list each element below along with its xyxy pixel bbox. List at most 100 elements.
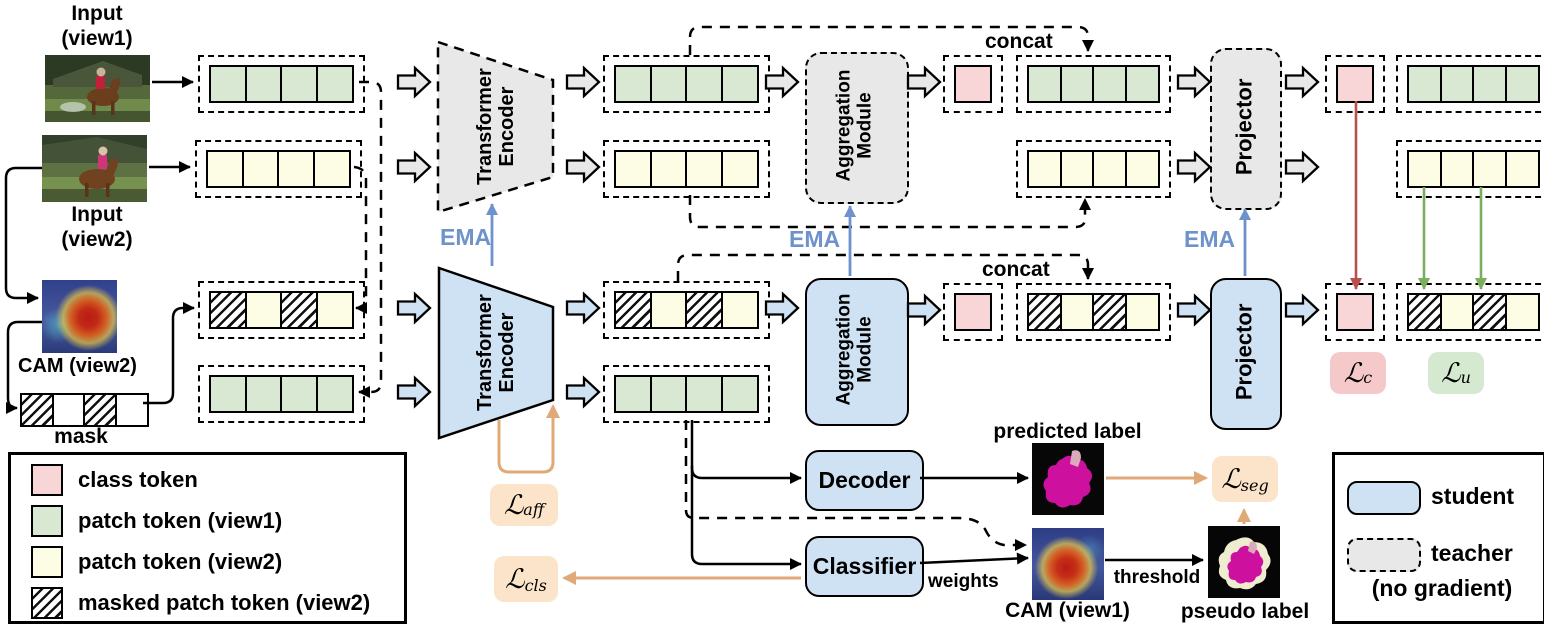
decoder-module: Decoder [805,450,924,511]
student-encoder: Transformer Encoder [473,294,518,412]
teacher-aggregation-module [805,52,909,204]
patch-token-view2-swatch [31,546,63,578]
token-cell-g [280,65,318,103]
token-row-pre-student-view1 [198,365,365,423]
mask-token-row [20,393,149,427]
token-row-post-student-masked [603,281,770,339]
token-cell-y [1472,150,1507,188]
legend-item-masked-patch: masked patch token (view2) [31,587,404,619]
teacher-label: teacher [1431,540,1513,566]
token-class-agg-teacher [943,55,1003,113]
token-row-pre-teacher-view2 [195,140,362,198]
token-row-pre-student-masked [198,281,365,339]
token-cell-y [720,150,759,188]
teacher-encoder: Transformer Encoder [473,68,517,186]
token-cell-g [1407,65,1442,103]
legend-item-class-token: class token [31,464,404,496]
cam-view1-label: CAM (view1) [1005,599,1130,622]
token-class-agg-student [943,283,1003,341]
pseudo-label-image [1208,526,1280,603]
legend-roles: student teacher (no gradient) [1332,452,1544,624]
student-chip [1347,481,1421,515]
ema-label-aggregation: EMA [789,226,841,252]
token-row-post-student-view1 [603,365,770,423]
token-row-out-student-masked [1396,283,1544,341]
token-cell-g [649,375,688,413]
token-cell-y [1407,150,1442,188]
pseudo-label-title: pseudo label [1180,600,1310,623]
legend-item-label: patch token (view1) [78,508,283,533]
student-projector-module [1210,278,1282,430]
token-row-agg-student-masked [1016,283,1171,341]
token-cell-g [1504,65,1540,103]
token-cell-g [720,65,759,103]
input-view2-label: Input (view2) [61,203,133,251]
token-cell-w [51,393,86,427]
token-cell-g [1124,65,1160,103]
token-cell-g [614,375,652,413]
token-cell-g [1439,65,1475,103]
predicted-label-title: predicted label [993,420,1142,443]
ema-label-projector: EMA [1184,226,1236,252]
token-cell-g [209,375,247,413]
token-cell-m [1407,293,1442,331]
token-row-out-teacher-view1 [1396,55,1544,113]
token-cell-m [1092,293,1127,331]
token-cell-y [1439,150,1475,188]
legend-token-types: class token patch token (view1) patch to… [8,452,407,624]
token-cell-m [20,393,54,427]
token-row-post-teacher-view2 [603,140,770,198]
class-token-swatch [31,464,63,496]
token-row-pre-teacher-view1 [198,55,365,113]
token-cell-y [1124,150,1160,188]
token-cell-m [1472,293,1507,331]
input-view2-image [42,135,147,207]
token-cell-g [315,65,354,103]
legend-item-patch-view2: patch token (view2) [31,546,404,578]
token-cell-y [1124,293,1160,331]
token-row-out-teacher-view2 [1396,140,1544,198]
classifier-module: Classifier [805,536,924,597]
legend-item-label: class token [78,467,198,492]
teacher-projector-label: Projector [1231,78,1257,176]
student-aggregation-label: Aggregation Module [833,294,876,406]
token-cell-g [280,375,318,413]
token-cell-g [685,375,723,413]
student-label: student [1431,483,1515,509]
token-row-post-teacher-view1 [603,55,770,113]
concat-label-student: concat [982,258,1050,281]
token-cell-y [614,150,652,188]
token-cell-g [614,65,652,103]
mask-label: mask [54,425,108,448]
token-cell-w [114,393,149,427]
token-cell-m [685,291,723,329]
token-cell-p [954,293,992,331]
token-cell-g [1472,65,1507,103]
weights-label: weights [928,571,999,592]
token-cell-m [1027,293,1062,331]
token-cell-y [1504,293,1540,331]
token-class-out-student [1325,283,1385,341]
token-cell-y [1059,293,1095,331]
token-cell-m [280,291,318,329]
token-cell-y [649,150,688,188]
teacher-aggregation-label: Aggregation Module [833,70,876,182]
legend-item-patch-view1: patch token (view1) [31,505,404,537]
token-cell-y [277,150,315,188]
token-cell-m [83,393,117,427]
token-row-agg-teacher-view1 [1016,55,1171,113]
teacher-projector-module [1210,48,1282,210]
token-cell-y [1027,150,1062,188]
student-aggregation-module [805,278,909,426]
token-cell-g [1092,65,1127,103]
token-cell-g [244,65,283,103]
token-row-agg-teacher-view2 [1016,140,1171,198]
token-cell-p [1336,65,1374,103]
token-cell-g [315,375,354,413]
input-view1-label: Input (view1) [61,2,133,50]
ema-label-encoder: EMA [440,224,492,250]
